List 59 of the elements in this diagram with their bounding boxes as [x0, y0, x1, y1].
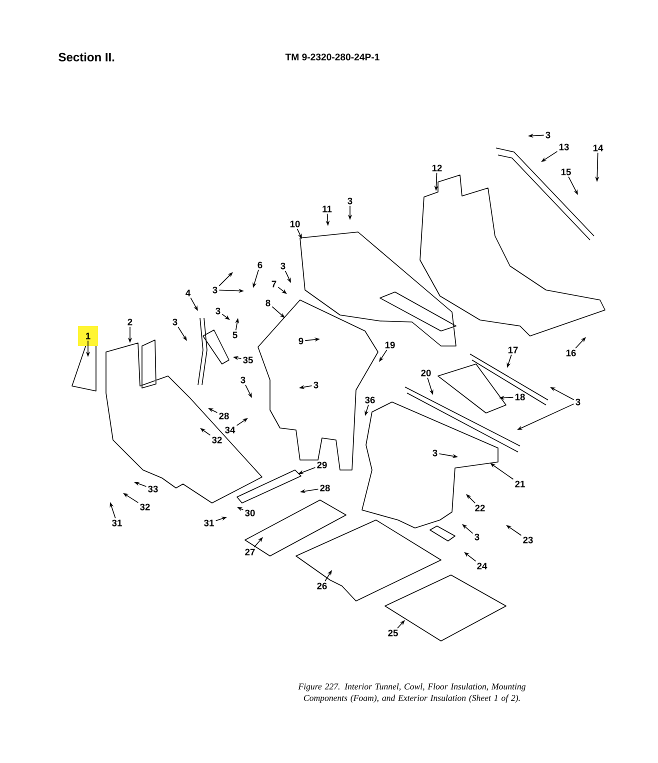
callout-number: 30	[245, 510, 255, 516]
callout-number: 19	[385, 342, 395, 348]
leader-line	[218, 272, 233, 286]
callout-number: 27	[245, 548, 255, 556]
callout-number: 7	[272, 280, 276, 288]
leader-line	[397, 620, 405, 628]
callout-number: 28	[320, 484, 330, 492]
leader-line	[254, 537, 263, 548]
callout-number: 4	[186, 290, 191, 296]
callout-number: 9	[298, 338, 304, 344]
callout-number: 3	[240, 376, 246, 384]
callout-number: 5	[232, 332, 238, 338]
callout-number: 31	[204, 520, 214, 526]
callout-number: 3	[474, 534, 480, 540]
callout-number: 12	[432, 164, 442, 172]
callout-number: 18	[515, 394, 525, 400]
header-text: Section II.	[58, 52, 114, 62]
callout-number: 33	[148, 486, 158, 492]
callout-number: 1	[86, 332, 90, 340]
callout-number: 3	[280, 262, 286, 270]
callout-number: 16	[566, 350, 576, 356]
callout-number: 10	[290, 220, 300, 228]
callout-number: 15	[561, 168, 571, 176]
leader-line	[466, 494, 476, 504]
callout-number: 31	[112, 520, 122, 526]
leader-line	[462, 524, 474, 534]
callout-number: 21	[515, 480, 525, 488]
callout-number: 35	[243, 356, 253, 364]
callout-number: 20	[421, 370, 431, 376]
callout-number: 29	[317, 462, 327, 468]
callout-number: 22	[475, 504, 485, 512]
callout-number: 3	[216, 308, 220, 314]
callout-number: 17	[508, 346, 518, 354]
callout-number: 14	[593, 144, 604, 152]
callout-number: 3	[348, 198, 352, 204]
callout-number: 2	[128, 318, 132, 326]
callout-number: 3	[576, 398, 580, 406]
leader-line	[575, 337, 586, 348]
figure-caption: Figure 227. Interior Tunnel, Cowl, Floor Insulation, Mounting Components (Foam), and Exterior Insulation (Sheet 1 of 2).	[298, 683, 526, 703]
leader-line	[272, 306, 285, 318]
callout-number: 36	[365, 396, 375, 404]
callout-number: 25	[388, 630, 398, 636]
callout-number: 23	[523, 536, 533, 544]
callout-number: 3	[432, 450, 438, 456]
callout-number: 6	[258, 262, 262, 268]
callout-number: 3	[314, 382, 318, 388]
callout-number: 11	[322, 206, 332, 212]
callout-number: 28	[219, 412, 229, 420]
callout-number: 26	[317, 582, 327, 590]
callout-number: 13	[559, 144, 569, 150]
callout-number: 34	[225, 426, 236, 434]
callout-number: 3	[172, 318, 178, 326]
callout-number: 32	[212, 436, 222, 444]
callout-number: 3	[212, 286, 218, 294]
callout-number: 32	[140, 504, 150, 510]
callout-number: 8	[266, 300, 270, 306]
callout-number: 3	[546, 132, 550, 138]
header-text: TM 9-2320-280-24P-1	[285, 54, 380, 60]
callout-number: 24	[477, 562, 488, 570]
